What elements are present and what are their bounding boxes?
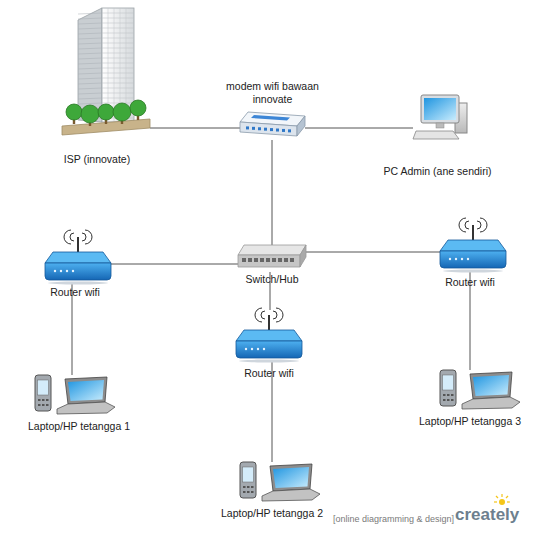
isp-building-icon	[62, 8, 150, 135]
network-cable	[111, 264, 238, 265]
isp-building: ISP (innovate)	[62, 8, 150, 135]
modem-device-icon	[240, 112, 305, 140]
router-device-icon	[236, 310, 302, 362]
logo-sun	[494, 494, 510, 505]
watermark-logo: creately	[455, 505, 519, 525]
node-label: Laptop/HP tetangga 3	[419, 415, 521, 428]
client-devices: Laptop/HP tetangga 2	[240, 462, 322, 502]
client-devices-icon	[35, 375, 113, 415]
router-device: Router wifi	[45, 232, 111, 284]
modem-device: modem wifi bawaan innovate	[240, 112, 305, 140]
client-devices-icon	[240, 462, 322, 502]
network-cable	[150, 128, 240, 129]
node-label: Router wifi	[445, 276, 495, 289]
router-device: Router wifi	[236, 310, 302, 362]
node-label: Laptop/HP tetangga 1	[28, 420, 130, 433]
router-device-icon	[440, 220, 506, 272]
node-label: modem wifi bawaan innovate	[218, 80, 328, 106]
router-device: Router wifi	[440, 220, 506, 272]
network-cable	[306, 252, 440, 253]
node-label: Laptop/HP tetangga 2	[221, 507, 323, 520]
client-devices: Laptop/HP tetangga 3	[440, 370, 518, 410]
node-label: ISP (innovate)	[64, 153, 130, 166]
router-device-icon	[45, 232, 111, 284]
node-label: Router wifi	[244, 367, 294, 380]
node-label: PC Admin (ane sendiri)	[384, 165, 492, 178]
pc-computer-icon	[413, 95, 468, 140]
watermark-text: [online diagramming & design]	[333, 514, 454, 524]
switch-device: Switch/Hub	[238, 245, 306, 272]
network-cable	[305, 128, 413, 129]
client-devices: Laptop/HP tetangga 1	[35, 375, 113, 415]
switch-device-icon	[238, 245, 306, 272]
node-label: Router wifi	[50, 286, 100, 299]
node-label: Switch/Hub	[245, 273, 298, 286]
pc-computer: PC Admin (ane sendiri)	[413, 95, 468, 140]
client-devices-icon	[440, 370, 518, 410]
network-cable	[272, 140, 273, 245]
